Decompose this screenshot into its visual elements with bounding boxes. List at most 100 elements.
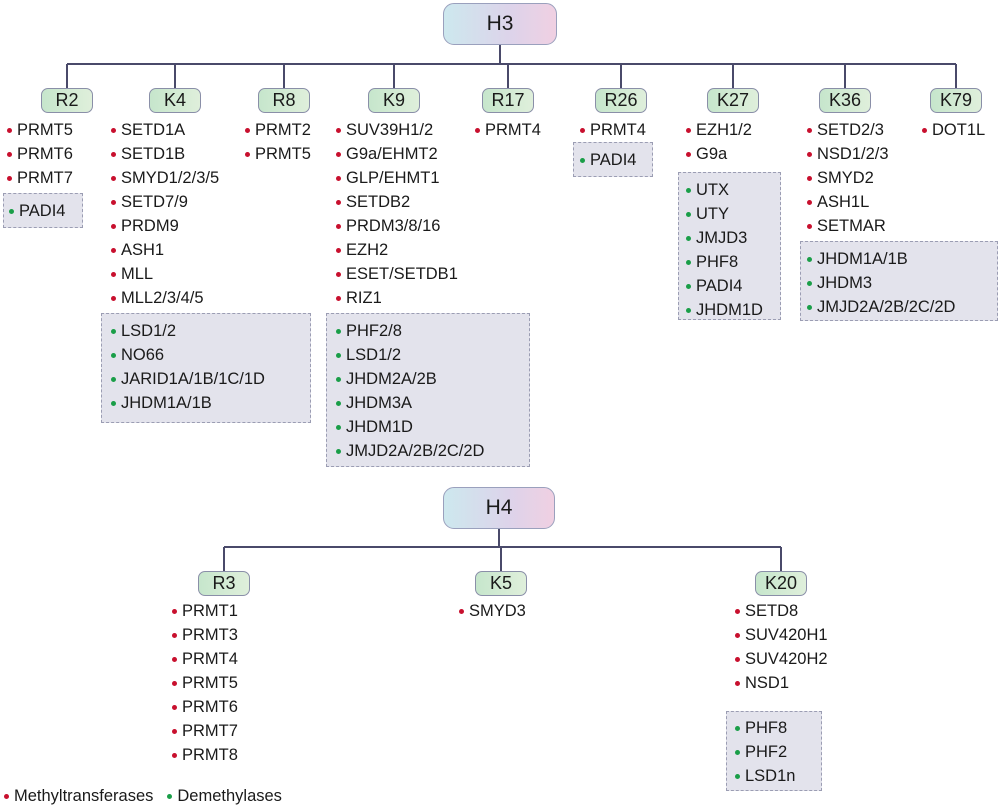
h3-k36-methyltransferase-name: SETMAR xyxy=(817,217,886,235)
h4-residue-k5: K5 xyxy=(475,571,527,596)
h3-k27-demethylase-item: JHDM1D xyxy=(686,298,763,322)
h4-r3-methyltransferase-item: PRMT1 xyxy=(172,599,238,623)
methyltransferase-dot-icon xyxy=(111,223,116,229)
demethylase-dot-icon xyxy=(336,328,341,334)
h3-k9-methyltransferase-name: SUV39H1/2 xyxy=(346,121,434,139)
h3-k9-demethylase-box xyxy=(326,313,530,467)
h3-r2-methyltransferase-item: PRMT6 xyxy=(7,142,73,166)
h3-k4-methyltransferase-name: MLL xyxy=(121,265,154,283)
h3-residue-r2: R2 xyxy=(41,88,93,113)
demethylase-dot-icon xyxy=(336,376,341,382)
methyltransferase-dot-icon xyxy=(7,127,12,133)
methyltransferase-dot-icon xyxy=(686,151,691,157)
h3-k27-demethylase-item: UTX xyxy=(686,178,763,202)
h3-k9-methyltransferase-item: GLP/EHMT1 xyxy=(336,166,458,190)
h3-k4-demethylase-name: NO66 xyxy=(121,346,165,364)
h3-k27-methyltransferase-name: G9a xyxy=(696,145,728,163)
h3-k36-demethylase-item: JHDM3 xyxy=(807,271,955,295)
methyltransferase-dot-icon xyxy=(172,752,177,758)
h3-k27-demethylase-name: UTX xyxy=(696,181,729,199)
h3-r2-demethylase-item: PADI4 xyxy=(9,199,65,223)
h4-k20-demethylase-item: PHF8 xyxy=(735,716,795,740)
h3-r26-demethylase-item: PADI4 xyxy=(580,148,636,172)
h3-k4-demethylase-name: JARID1A/1B/1C/1D xyxy=(121,370,265,388)
h4-k20-methyltransferase-item: SUV420H2 xyxy=(735,647,828,671)
h3-k4-demethylase-item: LSD1/2 xyxy=(111,319,265,343)
h3-residue-r17: R17 xyxy=(482,88,534,113)
h3-r8-methyltransferase-item: PRMT2 xyxy=(245,118,311,142)
h3-k36-methyltransferase-item: ASH1L xyxy=(807,190,889,214)
methyltransferase-dot-icon xyxy=(245,127,250,133)
h4-root-node: H4 xyxy=(443,487,555,529)
h4-k20-demethylase-item: LSD1n xyxy=(735,764,795,788)
methyltransferase-dot-icon xyxy=(807,223,812,229)
methyltransferase-dot-icon xyxy=(336,199,341,205)
h3-k9-demethylase-item: JHDM2A/2B xyxy=(336,367,484,391)
methyltransferase-dot-icon xyxy=(111,127,116,133)
methyltransferase-dot-icon xyxy=(172,728,177,734)
methyltransferase-dot-icon xyxy=(336,295,341,301)
h4-k20-methyltransferase-name: SUV420H1 xyxy=(745,626,828,644)
legend-methyltransferases-label: Methyltransferases xyxy=(14,787,154,805)
h3-r2-methyltransferase-name: PRMT5 xyxy=(17,121,73,139)
h3-k4-methyltransferase-item: SMYD1/2/3/5 xyxy=(111,166,219,190)
demethylase-dot-icon xyxy=(686,259,691,265)
h3-r17-methyltransferase-item: PRMT4 xyxy=(475,118,541,142)
h3-r2-demethylase-list: PADI4 xyxy=(9,199,65,223)
h4-k20-demethylase-box xyxy=(726,711,822,791)
h3-k79-methyltransferase-item: DOT1L xyxy=(922,118,985,142)
methyltransferase-dot-icon xyxy=(336,271,341,277)
h3-residue-k9: K9 xyxy=(368,88,420,113)
h4-k5-methyltransferase-name: SMYD3 xyxy=(469,602,526,620)
h3-r2-demethylase-name: PADI4 xyxy=(19,202,66,220)
methyltransferase-dot-icon xyxy=(735,680,740,686)
methyltransferase-dot-icon xyxy=(735,656,740,662)
h3-k9-methyltransferase-name: EZH2 xyxy=(346,241,389,259)
methyltransferase-dot-icon xyxy=(336,223,341,229)
demethylase-dot-icon xyxy=(735,749,740,755)
h3-k4-methyltransferase-name: PRDM9 xyxy=(121,217,179,235)
h3-k4-methyltransferase-name: MLL2/3/4/5 xyxy=(121,289,204,307)
h3-k4-demethylase-box xyxy=(101,313,311,423)
h3-r17-methyltransferase-name: PRMT4 xyxy=(485,121,541,139)
h3-k27-demethylase-item: PADI4 xyxy=(686,274,763,298)
h3-root-node: H3 xyxy=(443,3,557,45)
h3-r2-methyltransferase-name: PRMT6 xyxy=(17,145,73,163)
h3-r8-methyltransferase-name: PRMT5 xyxy=(255,145,311,163)
h4-r3-methyltransferase-item: PRMT8 xyxy=(172,743,238,767)
h3-k9-methyltransferase-item: EZH2 xyxy=(336,238,458,262)
h3-k9-demethylase-name: JHDM3A xyxy=(346,394,413,412)
h3-k9-demethylase-item: PHF2/8 xyxy=(336,319,484,343)
h3-r26-methyltransferase-item: PRMT4 xyxy=(580,118,646,142)
h3-k27-demethylase-box xyxy=(678,172,781,320)
h3-k27-demethylase-name: JMJD3 xyxy=(696,229,748,247)
h3-r2-demethylase-box xyxy=(3,193,83,228)
h4-residue-k20: K20 xyxy=(755,571,807,596)
h4-k5-methyltransferase-item: SMYD3 xyxy=(459,599,526,623)
h3-residue-k27: K27 xyxy=(707,88,759,113)
h3-k9-methyltransferase-item: G9a/EHMT2 xyxy=(336,142,458,166)
methyltransferase-dot-icon xyxy=(807,175,812,181)
h4-k20-demethylase-name: PHF2 xyxy=(745,743,788,761)
methyltransferase-dot-icon xyxy=(807,151,812,157)
demethylase-dot-icon xyxy=(111,328,116,334)
h3-k36-methyltransferase-item: SETD2/3 xyxy=(807,118,889,142)
demethylase-dot-icon xyxy=(807,280,812,286)
h4-r3-methyltransferase-name: PRMT1 xyxy=(182,602,238,620)
h3-k27-demethylase-name: JHDM1D xyxy=(696,301,763,319)
h3-k4-methyltransferase-name: SMYD1/2/3/5 xyxy=(121,169,220,187)
h4-r3-methyltransferase-name: PRMT4 xyxy=(182,650,238,668)
demethylase-dot-icon xyxy=(111,352,116,358)
h3-k4-demethylase-name: LSD1/2 xyxy=(121,322,177,340)
demethylase-dot-icon xyxy=(686,307,691,313)
methyltransferase-dot-icon xyxy=(7,151,12,157)
h3-k4-methyltransferase-name: SETD1A xyxy=(121,121,186,139)
methyltransferase-dot-icon xyxy=(172,680,177,686)
